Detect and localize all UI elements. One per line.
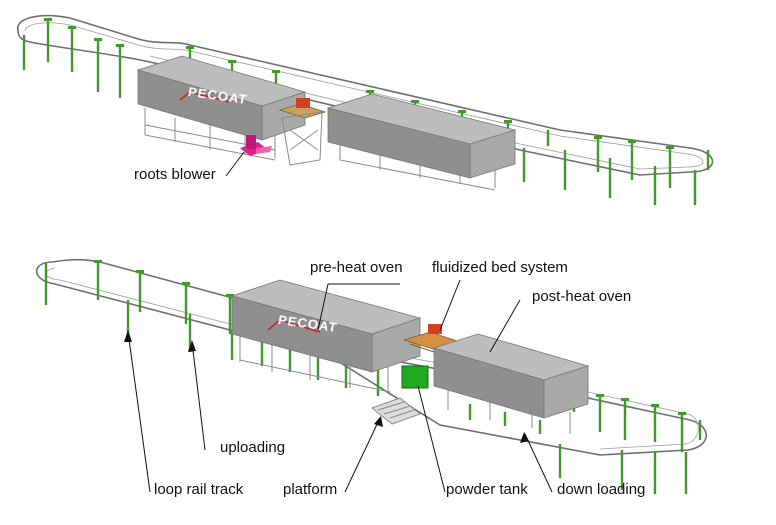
top-pre-heat-oven [136,55,307,141]
label-post-heat-oven: post-heat oven [532,288,632,305]
bottom-powder-tank [401,365,429,389]
top-roots-blower-leader [225,151,245,177]
top-roots-blower [240,135,272,156]
bottom-post-heat-oven [432,333,590,419]
top-post-heat-oven [326,93,517,179]
top-coating-line [17,14,714,205]
bottom-pre-heat-oven [230,279,422,373]
label-roots-blower: roots blower [134,166,216,183]
bottom-platform [370,397,422,425]
bottom-loop-rail-track [35,258,707,456]
label-down-loading: down loading [557,481,646,498]
top-loop-rail-inner [24,22,704,170]
label-pre-heat-oven: pre-heat oven [310,259,403,276]
bottom-coating-line [35,258,707,494]
label-uploading: uploading [220,439,286,456]
label-powder-tank: powder tank [446,481,528,498]
top-post-caps [44,18,674,149]
bottom-oven1-frame [239,336,391,393]
label-loop-rail-track: loop rail track [154,481,244,498]
label-fluidized-bed-system: fluidized bed system [432,259,568,276]
label-platform: platform [283,481,338,498]
top-fluidized-bed-booth [278,98,327,166]
top-loop-rail-track [17,14,714,176]
bottom-arrowheads [124,330,529,443]
bottom-leader-lines [127,279,553,493]
